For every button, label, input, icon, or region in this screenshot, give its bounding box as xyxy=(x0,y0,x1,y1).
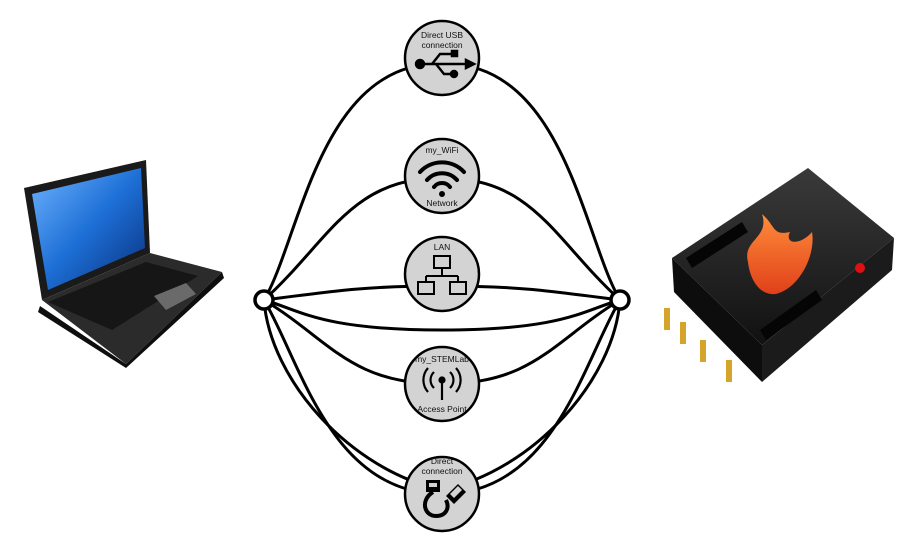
right-junction-node xyxy=(609,289,631,311)
network-hierarchy-icon xyxy=(417,255,467,295)
left-junction-node xyxy=(253,289,275,311)
direct-connection-badge: Direct connection xyxy=(403,455,481,533)
lan-badge: LAN xyxy=(403,235,481,313)
laptop-icon xyxy=(24,160,224,368)
red-pitaya-board-icon xyxy=(664,168,894,382)
badge-usb-label-line2: connection xyxy=(421,40,462,50)
wifi-icon xyxy=(418,160,466,197)
badge-ap-label-bottom: Access Point xyxy=(417,404,467,414)
badge-wifi-label-bottom: Network xyxy=(426,198,458,208)
antenna-broadcast-icon xyxy=(422,367,462,400)
badge-wifi-label-top: my_WiFi xyxy=(425,145,458,155)
ethernet-cable-icon xyxy=(423,480,466,519)
access-point-badge: my_STEMLab Access Point xyxy=(403,345,481,423)
usb-connection-badge: Direct USB connection xyxy=(403,19,481,97)
badge-lan-label: LAN xyxy=(434,242,451,252)
badge-direct-label-line2: connection xyxy=(421,466,462,476)
badge-ap-label-top: my_STEMLab xyxy=(415,354,469,364)
badge-direct-label-line1: Direct xyxy=(431,456,454,466)
usb-icon xyxy=(414,49,477,79)
wifi-network-badge: my_WiFi Network xyxy=(403,137,481,215)
badge-usb-label-line1: Direct USB xyxy=(421,30,463,40)
